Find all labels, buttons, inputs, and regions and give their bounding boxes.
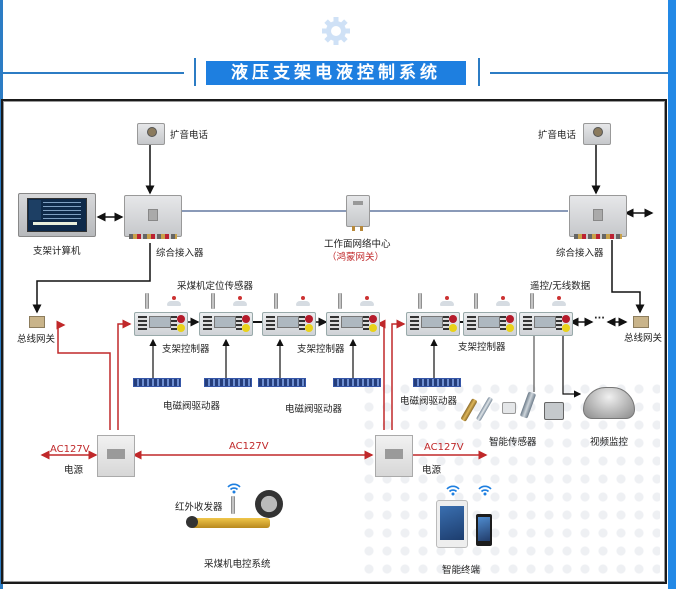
page-title: 液压支架电液控制系统 bbox=[206, 61, 466, 85]
remote-wireless-label: 遥控/无线数据 bbox=[530, 281, 591, 292]
right-edge-bar bbox=[668, 0, 676, 589]
support-controller-1[interactable] bbox=[134, 312, 188, 336]
header-tick-right bbox=[478, 58, 480, 86]
solenoid-driver-label-3: 电磁阀驱动器 bbox=[400, 396, 458, 407]
antenna-icon bbox=[496, 296, 510, 308]
support-controller-label-1: 支架控制器 bbox=[162, 344, 210, 355]
video-camera[interactable] bbox=[583, 387, 635, 419]
antenna-icon bbox=[440, 296, 454, 308]
ir-transceiver[interactable] bbox=[231, 496, 235, 514]
sensor-rod-icon bbox=[474, 293, 478, 309]
header-rule-left bbox=[0, 72, 184, 74]
integrated-access-left[interactable] bbox=[124, 195, 182, 239]
positioning-sensor-label: 采煤机定位传感器 bbox=[177, 281, 254, 292]
antenna-icon bbox=[296, 296, 310, 308]
support-computer-label: 支架计算机 bbox=[33, 246, 81, 257]
antenna-icon bbox=[360, 296, 374, 308]
support-controller-5[interactable] bbox=[406, 312, 460, 336]
network-center-label: 工作面网络中心 bbox=[324, 239, 391, 250]
integrated-access-right[interactable] bbox=[569, 195, 627, 239]
chain-ellipsis: ··· bbox=[594, 313, 605, 324]
support-controller-6[interactable] bbox=[463, 312, 517, 336]
sensor-rod-icon bbox=[418, 293, 422, 309]
smartphone-device[interactable] bbox=[476, 514, 492, 546]
shearer-drum-left bbox=[186, 516, 198, 528]
sensor-icon bbox=[502, 402, 516, 414]
shearer-system-label: 采煤机电控系统 bbox=[204, 559, 271, 570]
solenoid-driver-2[interactable] bbox=[204, 378, 252, 387]
bus-gateway-right[interactable] bbox=[633, 316, 649, 328]
support-controller-label-2: 支架控制器 bbox=[297, 344, 345, 355]
sensor-rod-icon bbox=[530, 293, 534, 309]
solenoid-driver-5[interactable] bbox=[413, 378, 461, 387]
solenoid-driver-1[interactable] bbox=[133, 378, 181, 387]
support-controller-3[interactable] bbox=[262, 312, 316, 336]
bus-gateway-left[interactable] bbox=[29, 316, 45, 328]
shearer-body[interactable] bbox=[190, 518, 270, 528]
wifi-icon bbox=[478, 485, 492, 496]
solenoid-driver-3[interactable] bbox=[258, 378, 306, 387]
voltage-left: AC127V bbox=[50, 444, 90, 455]
support-controller-4[interactable] bbox=[326, 312, 380, 336]
gear-icon bbox=[322, 17, 350, 45]
solenoid-driver-label-2: 电磁阀驱动器 bbox=[285, 404, 343, 415]
sensor-rod-icon bbox=[338, 293, 342, 309]
antenna-icon bbox=[552, 296, 566, 308]
integrated-access-right-label: 综合接入器 bbox=[556, 248, 604, 259]
ir-transceiver-label: 红外收发器 bbox=[175, 502, 223, 513]
network-center[interactable] bbox=[346, 195, 370, 231]
power-supply-left[interactable] bbox=[97, 435, 135, 477]
smart-terminal-label: 智能终端 bbox=[442, 565, 481, 576]
power-left-label: 电源 bbox=[64, 465, 84, 476]
video-monitoring-label: 视频监控 bbox=[590, 437, 629, 448]
wifi-icon bbox=[446, 485, 460, 496]
power-right-label: 电源 bbox=[422, 465, 442, 476]
sensor-rod-icon bbox=[145, 293, 149, 309]
power-supply-right[interactable] bbox=[375, 435, 413, 477]
support-controller-label-3: 支架控制器 bbox=[458, 342, 506, 353]
shearer-drum-right bbox=[255, 490, 283, 518]
sensor-rod-icon bbox=[274, 293, 278, 309]
sensor-icon bbox=[544, 402, 564, 420]
solenoid-driver-label-1: 电磁阀驱动器 bbox=[163, 401, 221, 412]
antenna-icon bbox=[167, 296, 181, 308]
voltage-right: AC127V bbox=[424, 442, 464, 453]
support-controller-2[interactable] bbox=[199, 312, 253, 336]
speaker-phone-right[interactable] bbox=[583, 123, 611, 145]
speaker-phone-left[interactable] bbox=[137, 123, 165, 145]
bus-gateway-right-label: 总线网关 bbox=[624, 333, 663, 344]
header-tick-left bbox=[194, 58, 196, 86]
speaker-phone-left-label: 扩音电话 bbox=[170, 130, 209, 141]
sensor-rod-icon bbox=[211, 293, 215, 309]
support-computer[interactable] bbox=[18, 193, 96, 237]
diagram-frame bbox=[1, 99, 667, 584]
solenoid-driver-4[interactable] bbox=[333, 378, 381, 387]
gateway-brand-label: （鸿蒙网关） bbox=[327, 252, 385, 263]
speaker-phone-right-label: 扩音电话 bbox=[538, 130, 577, 141]
antenna-icon bbox=[233, 296, 247, 308]
bus-gateway-left-label: 总线网关 bbox=[17, 334, 56, 345]
integrated-access-left-label: 综合接入器 bbox=[156, 248, 204, 259]
header-rule-right bbox=[490, 72, 668, 74]
support-controller-7[interactable] bbox=[519, 312, 573, 336]
tablet-device[interactable] bbox=[436, 500, 468, 548]
voltage-mid: AC127V bbox=[229, 441, 269, 452]
smart-sensors-label: 智能传感器 bbox=[489, 437, 537, 448]
wifi-icon bbox=[227, 483, 241, 494]
